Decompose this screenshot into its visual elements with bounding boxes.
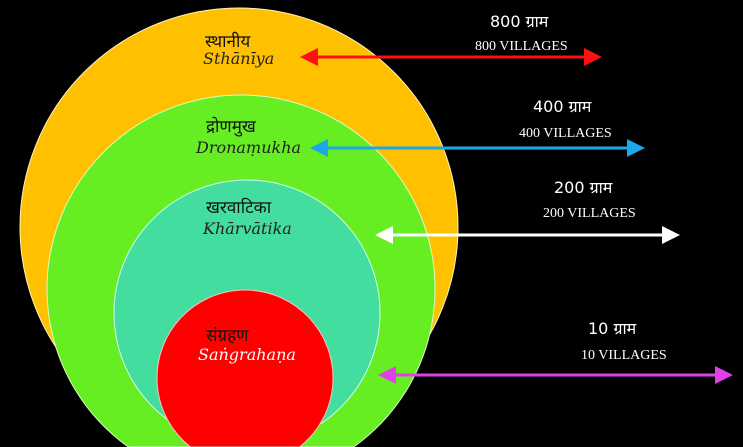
sangrahana-hindi-label: संग्रहण (206, 326, 249, 346)
sthaniya-count-english: 800 VILLAGES (475, 39, 568, 54)
kharvatika-roman-label: Khārvātika (202, 219, 292, 238)
sangrahana-count-english: 10 VILLAGES (581, 348, 667, 363)
sangrahana-count-hindi: 10 ग्राम (588, 319, 637, 338)
dronamukha-roman-label: Dronaṃukha (195, 138, 301, 157)
kharvatika-count-hindi: 200 ग्राम (554, 178, 613, 197)
sthaniya-count-hindi: 800 ग्राम (490, 12, 549, 31)
dronamukha-count-hindi: 400 ग्राम (533, 97, 592, 116)
sthaniya-roman-label: Sthānīya (203, 49, 274, 68)
dronamukha-count-english: 400 VILLAGES (519, 126, 612, 141)
dronamukha-hindi-label: द्रोणमुख (206, 116, 257, 137)
sthaniya-hindi-label: स्थानीय (205, 31, 251, 52)
kharvatika-hindi-label: खरवाटिका (206, 197, 272, 218)
sangrahana-circle (156, 289, 334, 447)
kharvatika-count-english: 200 VILLAGES (543, 206, 636, 221)
sangrahana-roman-label: Saṅgrahaṇa (198, 345, 296, 364)
